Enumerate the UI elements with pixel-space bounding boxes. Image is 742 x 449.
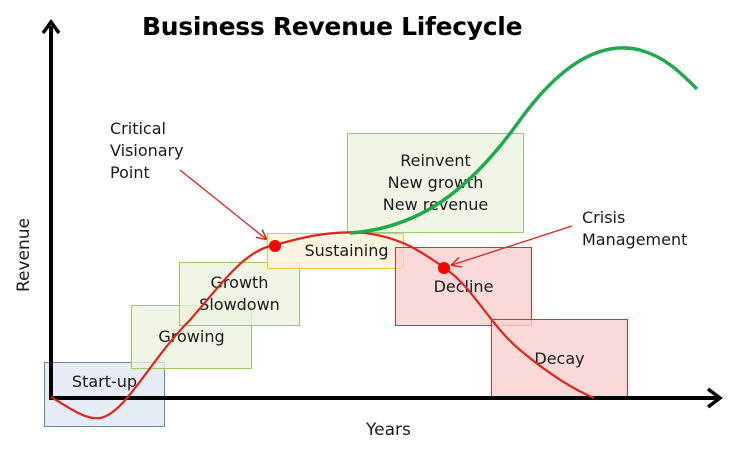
stage-box-decline: Decline (395, 247, 532, 326)
x-axis-label: Years (366, 420, 411, 440)
stage-box-growing: Growing (131, 305, 252, 369)
crisis-management-arrow (452, 225, 573, 265)
critical-visionary-arrow (179, 169, 266, 239)
y-axis-label-wrap: Revenue (14, 218, 36, 292)
stage-label-reinvent: Reinvent New growth New revenue (382, 151, 489, 214)
stage-box-growth-slowdown: Growth Slowdown (179, 262, 300, 326)
stage-box-reinvent: Reinvent New growth New revenue (347, 133, 524, 233)
crisis-management-marker (438, 262, 450, 274)
y-axis-label: Revenue (14, 218, 34, 293)
stage-label-decay: Decay (534, 349, 585, 368)
stage-label-growth-slowdown: Growth Slowdown (199, 273, 280, 314)
stage-label-sustaining: Sustaining (304, 241, 389, 260)
stage-label-start-up: Start-up (71, 372, 138, 391)
crisis-management-label: Crisis Management (582, 208, 688, 249)
renewal-curve (349, 46, 699, 235)
main-lifecycle-curve (50, 231, 595, 420)
critical-visionary-point-label: Critical Visionary Point (110, 119, 184, 182)
stage-label-growing: Growing (158, 327, 225, 346)
y-axis (41, 19, 61, 398)
x-axis (49, 387, 723, 409)
stage-box-decay: Decay (491, 319, 628, 399)
diagram-title: Business Revenue Lifecycle (142, 12, 523, 41)
critical-visionary-point-marker (269, 240, 281, 252)
